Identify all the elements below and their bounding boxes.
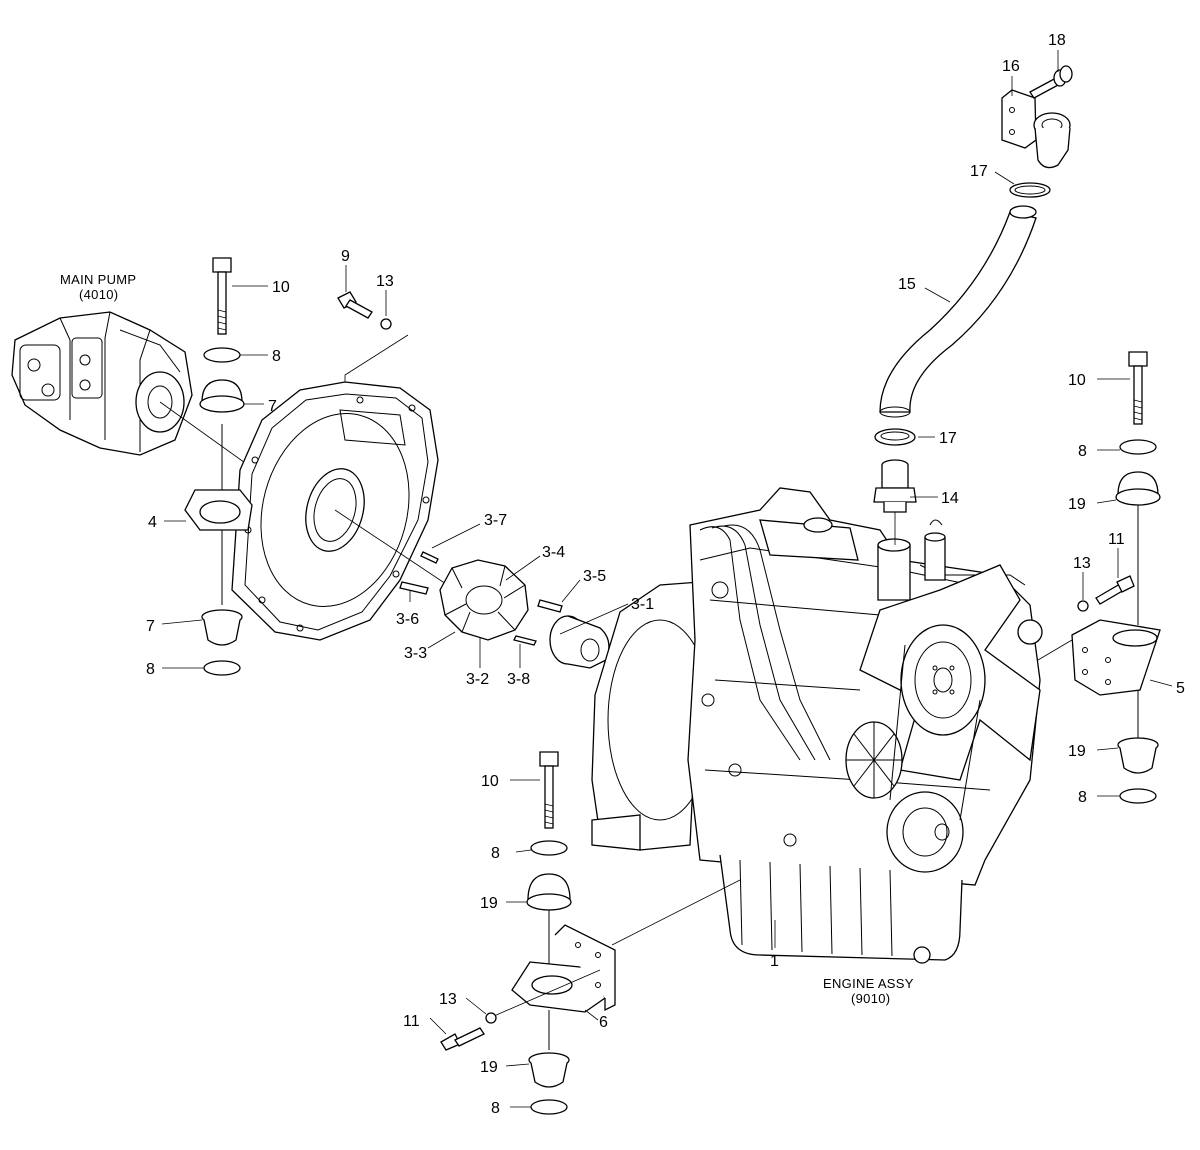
main-pump-drawing <box>11 311 256 471</box>
bolt-10-right <box>1128 351 1148 425</box>
callout-13-right: 13 <box>1073 555 1091 572</box>
coupling-drawing <box>399 551 641 673</box>
bolt-10-center <box>539 751 559 829</box>
callout-17-top: 17 <box>970 163 988 180</box>
bolt-11-right <box>1095 575 1135 605</box>
callout-4: 4 <box>148 514 157 531</box>
callout-8-d: 8 <box>491 1100 500 1117</box>
washer-8-f <box>1119 788 1157 804</box>
main-pump-caption: MAIN PUMP <box>60 272 136 287</box>
callout-8-f: 8 <box>1078 789 1087 806</box>
washer-8-d <box>530 1099 568 1115</box>
callout-19-a: 19 <box>480 895 498 912</box>
thermostat-housing-16 <box>1001 89 1071 169</box>
clamp-17-bottom <box>874 428 916 446</box>
callout-13-top: 13 <box>376 273 394 290</box>
washer-13-b <box>485 1012 497 1024</box>
callout-19-b: 19 <box>480 1059 498 1076</box>
cushion-19-a <box>526 873 572 911</box>
bracket-6-drawing <box>511 879 741 1013</box>
callout-18: 18 <box>1048 32 1066 49</box>
bolt-9-drawing <box>337 291 373 319</box>
callout-9: 9 <box>341 248 350 265</box>
engine-assy-code: (9010) <box>851 991 890 1006</box>
callout-3-7: 3-7 <box>484 512 507 529</box>
callout-3-4: 3-4 <box>542 544 565 561</box>
washer-13-c <box>1077 600 1089 612</box>
flywheel-housing-drawing <box>231 381 471 641</box>
washer-8-c <box>530 840 568 856</box>
callout-7-a: 7 <box>268 398 277 415</box>
cushion-19-c <box>1115 471 1161 506</box>
callout-3-1: 3-1 <box>631 596 654 613</box>
cushion-19-d <box>1117 737 1159 774</box>
engine-assy-drawing <box>591 487 1043 964</box>
bolt-18-drawing <box>1029 65 1073 99</box>
callout-10-left: 10 <box>272 279 290 296</box>
callout-15: 15 <box>898 276 916 293</box>
callout-6: 6 <box>599 1014 608 1031</box>
callout-10-center: 10 <box>481 773 499 790</box>
washer-13-a <box>380 318 392 330</box>
callout-19-d: 19 <box>1068 743 1086 760</box>
cushion-19-b <box>528 1052 570 1088</box>
callout-7-b: 7 <box>146 618 155 635</box>
callout-1: 1 <box>770 953 779 970</box>
bracket-5-drawing <box>1037 619 1161 696</box>
washer-8-a <box>203 347 241 363</box>
clamp-17-top <box>1009 182 1051 198</box>
callout-8-e: 8 <box>1078 443 1087 460</box>
thermostat-14 <box>873 459 917 545</box>
cushion-7-bottom <box>201 609 243 646</box>
engine-assy-caption: ENGINE ASSY <box>823 976 914 991</box>
callout-8-c: 8 <box>491 845 500 862</box>
washer-8-e <box>1119 439 1157 455</box>
hose-15 <box>879 205 1037 418</box>
callout-19-c: 19 <box>1068 496 1086 513</box>
callout-17-bottom: 17 <box>939 430 957 447</box>
callout-11-left: 11 <box>403 1013 420 1030</box>
bolt-11-left <box>440 1027 485 1051</box>
callout-16: 16 <box>1002 58 1020 75</box>
callout-3-8: 3-8 <box>507 671 530 688</box>
callout-10-right: 10 <box>1068 372 1086 389</box>
callout-3-2: 3-2 <box>466 671 489 688</box>
callout-8-b: 8 <box>146 661 155 678</box>
callout-8-a: 8 <box>272 348 281 365</box>
callout-14: 14 <box>941 490 959 507</box>
bracket-4-drawing <box>184 424 253 605</box>
washer-8-b <box>203 660 241 676</box>
bolt-10-left <box>212 257 232 335</box>
callout-5: 5 <box>1176 680 1185 697</box>
callout-3-5: 3-5 <box>583 568 606 585</box>
callout-3-3: 3-3 <box>404 645 427 662</box>
leader-lines <box>161 50 1173 1108</box>
callout-13-bottom: 13 <box>439 991 457 1008</box>
main-pump-code: (4010) <box>79 287 118 302</box>
callout-3-6: 3-6 <box>396 611 419 628</box>
callout-11-right: 11 <box>1108 531 1125 548</box>
cushion-7-top <box>199 379 245 413</box>
callout-labels: 18 16 17 15 17 14 9 13 10 8 7 4 7 8 3-7 … <box>146 32 1185 1117</box>
